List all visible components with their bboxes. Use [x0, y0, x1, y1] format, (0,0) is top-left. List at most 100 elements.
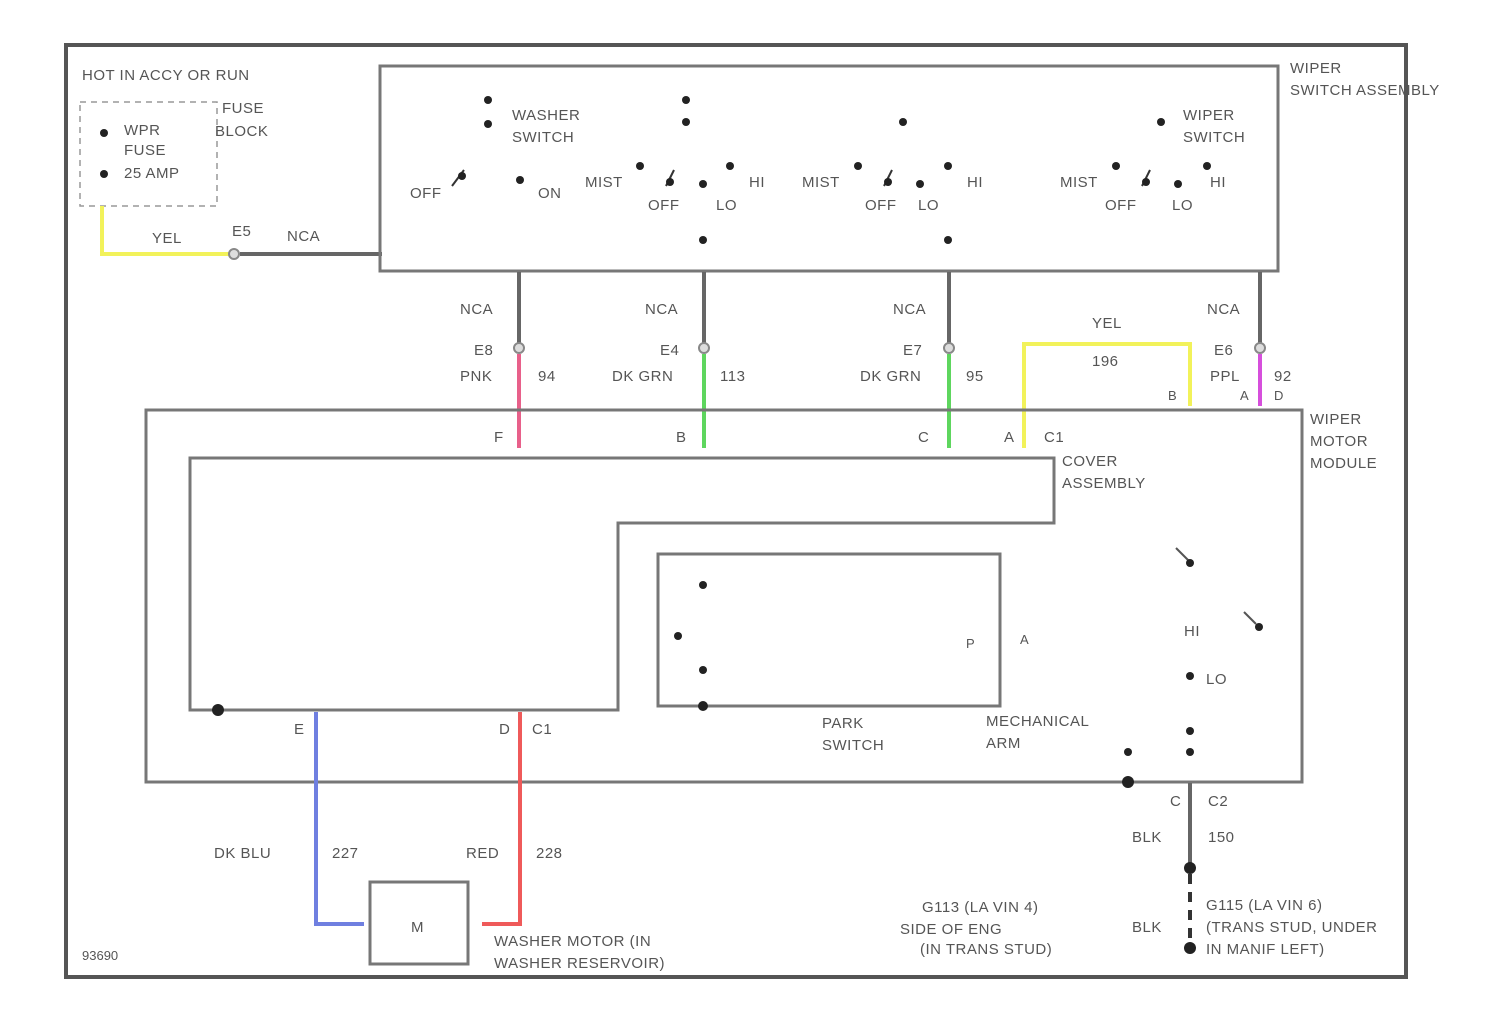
- wiper3-mist-contact: [1112, 162, 1120, 170]
- washer-on-contact: [516, 176, 524, 184]
- fuse-terminal-top: [100, 129, 108, 137]
- washer-blue-circuit: 227: [332, 845, 359, 862]
- cover-ground-junction: [212, 704, 224, 716]
- ground-splice: [1184, 862, 1196, 874]
- motor-lo-label: LO: [1206, 671, 1227, 688]
- drop4-motor-pin: D: [1274, 388, 1283, 403]
- motor-ground-junction: [1122, 776, 1134, 788]
- yellow-jumper-pin-b: B: [1168, 388, 1177, 403]
- wiper2-off: OFF: [865, 197, 897, 214]
- wiper3-lo: LO: [1172, 197, 1193, 214]
- washer-motor-symbol: M: [411, 919, 424, 936]
- drop2-connector: [699, 343, 709, 353]
- drop2-circuit: 113: [720, 368, 745, 385]
- mechanical-arm-mark-2: A: [1020, 632, 1029, 647]
- drop2-nca: NCA: [645, 301, 678, 318]
- washer-switch-contact-2: [484, 120, 492, 128]
- ground-wire-circuit: 150: [1208, 829, 1235, 846]
- washer-wire-red: [482, 712, 520, 924]
- drop3-pin: E7: [903, 342, 922, 359]
- g113-label-3: (IN TRANS STUD): [920, 941, 1052, 958]
- washer-connector-c1: C1: [532, 721, 552, 738]
- mechanical-arm-label-1: MECHANICAL: [986, 713, 1089, 730]
- washer-pin-d: D: [499, 721, 510, 738]
- supply-connector: [229, 249, 239, 259]
- wiper1-mist: MIST: [585, 174, 623, 191]
- drop4-circuit: 92: [1274, 368, 1292, 385]
- drop2-motor-pin: B: [676, 429, 687, 446]
- park-contact-1: [699, 581, 707, 589]
- wiper1-mist-contact: [636, 162, 644, 170]
- drop4-pin: E6: [1214, 342, 1233, 359]
- washer-switch-label-2: SWITCH: [512, 129, 574, 146]
- cover-assembly: [190, 458, 1054, 710]
- washer-motor-label-1: WASHER MOTOR (IN: [494, 933, 651, 950]
- drop2-color: DK GRN: [612, 368, 673, 385]
- wiper1-hi: HI: [749, 174, 765, 191]
- washer-motor-label-2: WASHER RESERVOIR): [494, 955, 665, 972]
- ground-pin-c: C: [1170, 793, 1181, 810]
- park-contact-4: [698, 701, 708, 711]
- wiper1-output-contact: [699, 236, 707, 244]
- motor-contact-6: [1124, 748, 1132, 756]
- motor-arm-top: [1176, 548, 1188, 560]
- wiper2-mist-contact: [854, 162, 862, 170]
- washer-on-label: ON: [538, 185, 562, 202]
- yellow-jumper-connector: C1: [1044, 429, 1064, 446]
- yellow-jumper-color: YEL: [1092, 315, 1122, 332]
- drop3-circuit: 95: [966, 368, 984, 385]
- wiper-switch-assembly: [380, 66, 1278, 271]
- fuse-block-title-2: BLOCK: [215, 123, 268, 140]
- wiper1-off: OFF: [648, 197, 680, 214]
- switch-assembly-title-2: SWITCH ASSEMBLY: [1290, 82, 1440, 99]
- wiper2-blade-tip: [884, 178, 892, 186]
- washer-switch-contact-1: [484, 96, 492, 104]
- fuse-label-2: FUSE: [124, 142, 166, 159]
- hot-in-accy-label: HOT IN ACCY OR RUN: [82, 67, 250, 84]
- motor-lo-contact: [1186, 672, 1194, 680]
- g113-label-2: SIDE OF ENG: [900, 921, 1002, 938]
- park-switch-label-1: PARK: [822, 715, 864, 732]
- motor-module-title-1: WIPER: [1310, 411, 1362, 428]
- g113-label-1: G113 (LA VIN 4): [922, 899, 1038, 916]
- wiper3-hi: HI: [1210, 174, 1226, 191]
- washer-blue-color: DK BLU: [214, 845, 271, 862]
- outer-frame: [66, 45, 1406, 977]
- drop1-color: PNK: [460, 368, 492, 385]
- wiper3-lo-contact: [1174, 180, 1182, 188]
- park-contact-2: [674, 632, 682, 640]
- ground-wire-color-2: BLK: [1132, 919, 1162, 936]
- drop3-connector: [944, 343, 954, 353]
- g115-label-3: IN MANIF LEFT): [1206, 941, 1325, 958]
- drop3-motor-pin: C: [918, 429, 929, 446]
- motor-hi-label: HI: [1184, 623, 1200, 640]
- g115-label-1: G115 (LA VIN 6): [1206, 897, 1322, 914]
- wiper1-contact-top-a: [682, 96, 690, 104]
- wiper-motor-module: [146, 410, 1302, 782]
- drop3-nca: NCA: [893, 301, 926, 318]
- switch-assembly-title-1: WIPER: [1290, 60, 1342, 77]
- diagram-id-label: 93690: [82, 948, 118, 963]
- ground-wire-color: BLK: [1132, 829, 1162, 846]
- supply-color-left: YEL: [152, 230, 182, 247]
- washer-switch-label-1: WASHER: [512, 107, 580, 124]
- wiper2-lo-contact: [916, 180, 924, 188]
- drop1-circuit: 94: [538, 368, 556, 385]
- drop4-color: PPL: [1210, 368, 1240, 385]
- wiper3-off: OFF: [1105, 197, 1137, 214]
- wiper-switch-label-2: SWITCH: [1183, 129, 1245, 146]
- washer-pin-e: E: [294, 721, 305, 738]
- drop4-connector: [1255, 343, 1265, 353]
- motor-contact-top: [1186, 559, 1194, 567]
- wiper3-mist: MIST: [1060, 174, 1098, 191]
- wiper3-hi-contact: [1203, 162, 1211, 170]
- wiper2-output-contact: [944, 236, 952, 244]
- drop1-connector: [514, 343, 524, 353]
- wiper2-hi: HI: [967, 174, 983, 191]
- yellow-jumper-circuit: 196: [1092, 353, 1119, 370]
- wiper1-lo: LO: [716, 197, 737, 214]
- washer-blade-tip: [458, 172, 466, 180]
- washer-red-circuit: 228: [536, 845, 563, 862]
- motor-contact-right: [1255, 623, 1263, 631]
